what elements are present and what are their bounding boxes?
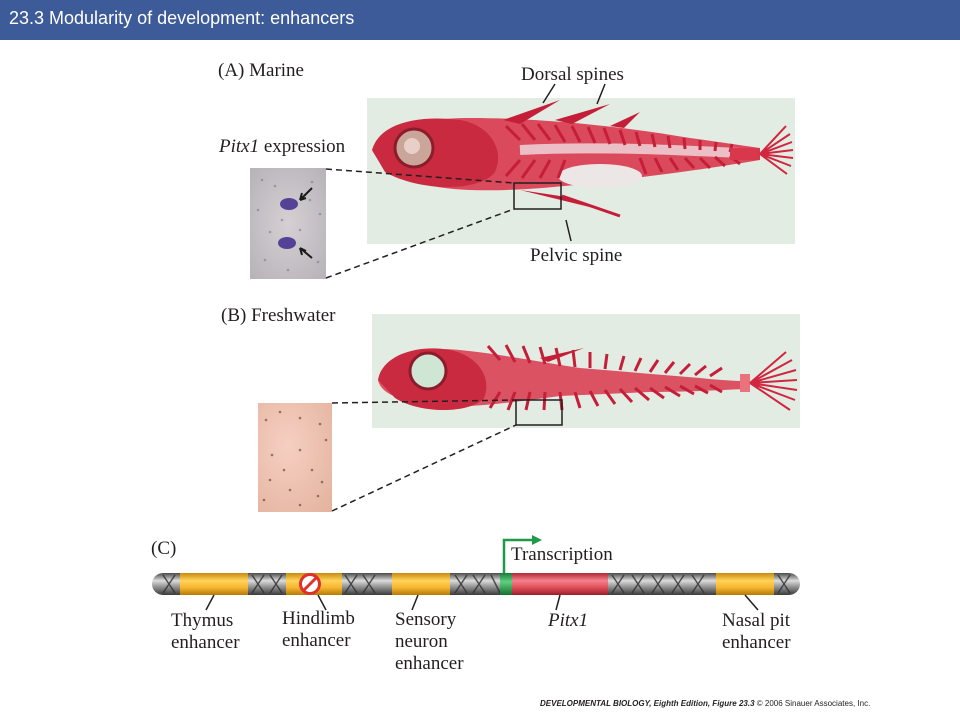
thymus-enhancer-segment (180, 573, 248, 595)
freshwater-pelvic-region-box (515, 399, 563, 426)
pitx1-gene-segment (512, 573, 608, 595)
hindlimb-line-1: Hindlimb (282, 608, 355, 629)
nasal-pit-enhancer-segment (716, 573, 774, 595)
panel-c-label: (C) (151, 538, 177, 559)
slide-title: 23.3 Modularity of development: enhancer… (9, 8, 355, 28)
nasal-line-2: enhancer (722, 632, 791, 653)
nasal-line-1: Nasal pit (722, 610, 791, 631)
thymus-enhancer-label: Thymus enhancer (171, 610, 240, 654)
hindlimb-enhancer-label: Hindlimb enhancer (282, 608, 355, 652)
pitx1-gene-label: Pitx1 (548, 610, 589, 631)
sensory-neuron-enhancer-segment (392, 573, 450, 595)
thymus-line-1: Thymus (171, 610, 234, 631)
promoter-segment (500, 573, 512, 595)
thymus-line-2: enhancer (171, 632, 240, 653)
panel-b-label: (B) Freshwater (221, 305, 336, 326)
panel-c-leader-lines (205, 594, 759, 611)
credit-book: DEVELOPMENTAL BIOLOGY, Eighth Edition, F… (540, 699, 755, 708)
hindlimb-line-2: enhancer (282, 630, 351, 651)
pitx1-expression-label: Pitx1 expression (219, 136, 345, 158)
nasal-pit-enhancer-label: Nasal pit enhancer (722, 610, 791, 654)
freshwater-pitx1-inset (258, 403, 332, 512)
marine-pelvic-region-box (513, 182, 562, 210)
figure-credit: DEVELOPMENTAL BIOLOGY, Eighth Edition, F… (540, 699, 870, 708)
transcription-label: Transcription (511, 544, 613, 565)
pitx1-gene-name: Pitx1 (219, 136, 260, 157)
sensory-line-2: neuron (395, 631, 448, 652)
transcription-arrow-icon (502, 535, 542, 573)
freshwater-fish-photo (372, 314, 800, 428)
panel-a-label: (A) Marine (218, 60, 304, 81)
marine-pitx1-inset (250, 168, 326, 279)
dna-rod (152, 573, 800, 595)
sensory-neuron-enhancer-label: Sensory neuron enhancer (395, 609, 464, 675)
sensory-line-3: enhancer (395, 653, 464, 674)
pelvic-spine-label: Pelvic spine (530, 245, 623, 266)
expression-word: expression (259, 136, 346, 157)
dorsal-spines-label: Dorsal spines (521, 64, 624, 85)
no-symbol-icon (299, 573, 321, 595)
marine-fish-photo (367, 98, 795, 244)
title-bar: 23.3 Modularity of development: enhancer… (0, 0, 960, 40)
credit-copyright: © 2006 Sinauer Associates, Inc. (756, 699, 871, 708)
sensory-line-1: Sensory (395, 609, 457, 630)
